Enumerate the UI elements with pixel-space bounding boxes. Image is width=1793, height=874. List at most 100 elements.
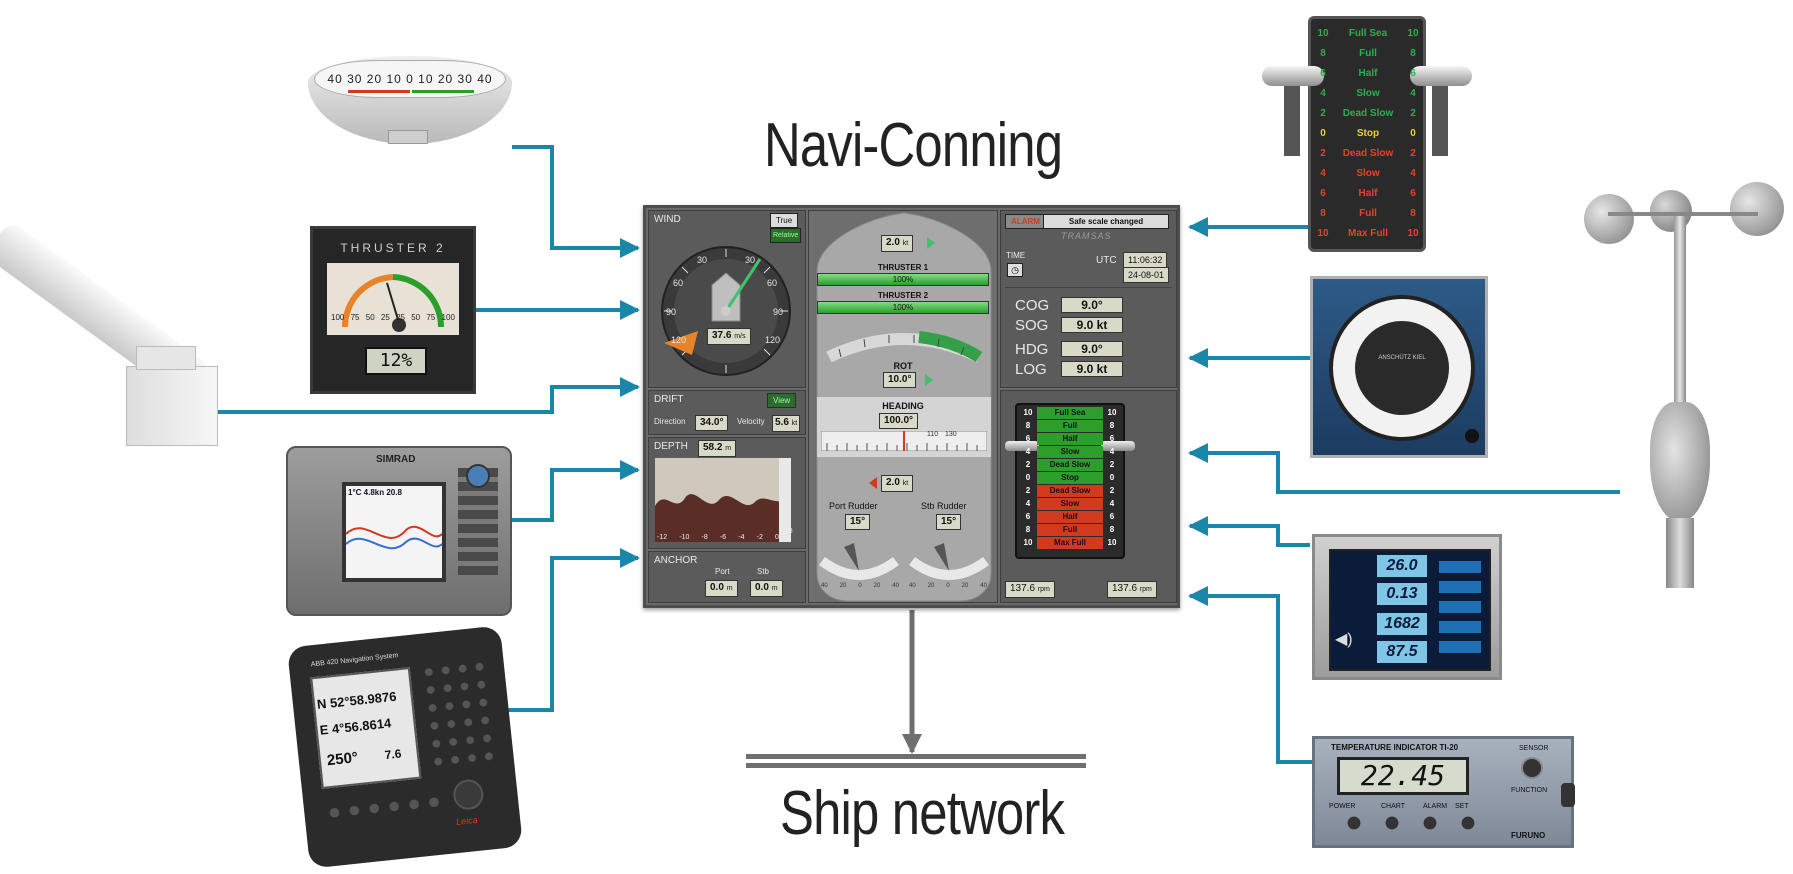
temp-sensor-knob[interactable] [1521,757,1543,779]
thruster-indicator: THRUSTER 2 100 75 50 25 25 50 75 100 12% [310,226,476,394]
rot-arrow [925,374,933,386]
telegraph-lever-left[interactable] [1262,66,1324,86]
drift-velocity-value: 5.6 kt [772,415,801,432]
temp-label-set: SET [1455,803,1469,810]
telegraph-order: Stop [1037,472,1103,484]
rudder-scale-tick: 20 [873,583,881,589]
anemometer-housing [1650,402,1710,522]
alarm-button[interactable]: ALARM [1005,214,1046,229]
utc-date-value: 24-08-01 [1123,267,1170,283]
telegraph-step-left: 4 [1320,168,1326,179]
telegraph-step-left: 0 [1320,128,1326,139]
depth-axis-tick: -2 [756,534,763,541]
anchor-port-number: 0.0 [710,582,724,593]
alarm-message: Safe scale changed [1043,214,1169,229]
temp-label-chart: CHART [1381,803,1405,810]
wind-scale-90-right: 90 [773,307,784,317]
telegraph-order: Dead Slow [1342,148,1394,159]
thruster1-bar-fill [818,274,988,285]
telegraph-order: Dead Slow [1342,108,1394,119]
gps-softkeys[interactable] [323,792,441,823]
log-buttons[interactable] [1439,561,1481,657]
depth-value: 58.2 m [698,440,737,457]
clock-icon[interactable]: ◷ [1007,263,1023,277]
temp-switches[interactable] [1335,815,1485,831]
rudder-scale-tick: 20 [961,583,969,589]
wind-true-button[interactable]: True [770,213,799,228]
wind-scale-60-left: 60 [673,278,684,288]
port-rudder-label: Port Rudder [829,501,878,511]
telegraph-step-right: 4 [1109,499,1115,508]
depth-axis-tick: 0 [775,534,779,541]
heading-tick-110: 110 [927,431,939,438]
telegraph-step-left: 0 [1025,473,1031,482]
telegraph-order: Full [1037,524,1103,536]
telegraph-step-right: 2 [1410,108,1416,119]
telegraph-order: Max Full [1347,228,1388,239]
wind-dial [661,246,791,376]
log-readout-4: 87.5 [1377,641,1427,663]
gyro-label: ANSCHÜTZ KIEL [1378,355,1426,361]
gyro-knob[interactable] [1465,429,1479,443]
telegraph-step-left: 6 [1320,188,1326,199]
rudder-indicator-red-band [348,90,410,93]
telegraph-step-left: 8 [1320,48,1326,59]
wind-relative-button[interactable]: Relative [770,228,802,243]
gps-joystick[interactable] [451,778,485,812]
telegraph-step-right: 10 [1107,538,1117,547]
drift-label: DRIFT [654,394,684,405]
depth-profile [655,458,791,542]
telegraph-step-left: 6 [1025,434,1031,443]
telegraph-order: Full [1359,208,1377,219]
thruster1-bar: 100% [817,273,989,286]
bow-speed-unit: kt [902,240,909,247]
telegraph-step-left: 2 [1320,108,1326,119]
stern-speed-number: 2.0 [886,477,900,488]
drift-view-button[interactable]: View [767,393,797,408]
telegraph-lever-right[interactable] [1410,66,1472,86]
sounder-dial[interactable] [466,464,490,488]
telegraph-order: Half [1358,68,1378,79]
console-telegraph-lever-left[interactable] [1005,441,1039,451]
temp-value: 22.45 [1337,757,1469,795]
utc-time-value: 11:06:32 [1123,252,1168,268]
stern-speed-arrow [869,477,877,489]
gps-keypad[interactable] [419,656,499,774]
depth-axis: -12 -10 -8 -6 -4 -2 0 [657,534,779,541]
port-rudder-value: 15° [845,514,871,530]
anchor-port-value: 0.0 m [705,580,738,597]
anchor-port-unit: m [726,585,733,592]
temp-side-knob[interactable] [1561,783,1575,807]
wind-scale-120-right: 120 [765,335,781,345]
console-telegraph-lever-right[interactable] [1101,441,1135,451]
thruster-scale-tick: 100 [331,313,345,322]
sounder-trace [346,525,442,550]
gyro-repeater: ANSCHÜTZ KIEL [1310,276,1488,458]
temp-label-function: FUNCTION [1511,787,1548,794]
telegraph-order: Full Sea [1037,407,1103,419]
telegraph-order: Half [1358,188,1378,199]
thruster2-bar-fill [818,302,988,313]
telegraph-row[interactable]: 2 Dead Slow 2 [1316,104,1420,123]
